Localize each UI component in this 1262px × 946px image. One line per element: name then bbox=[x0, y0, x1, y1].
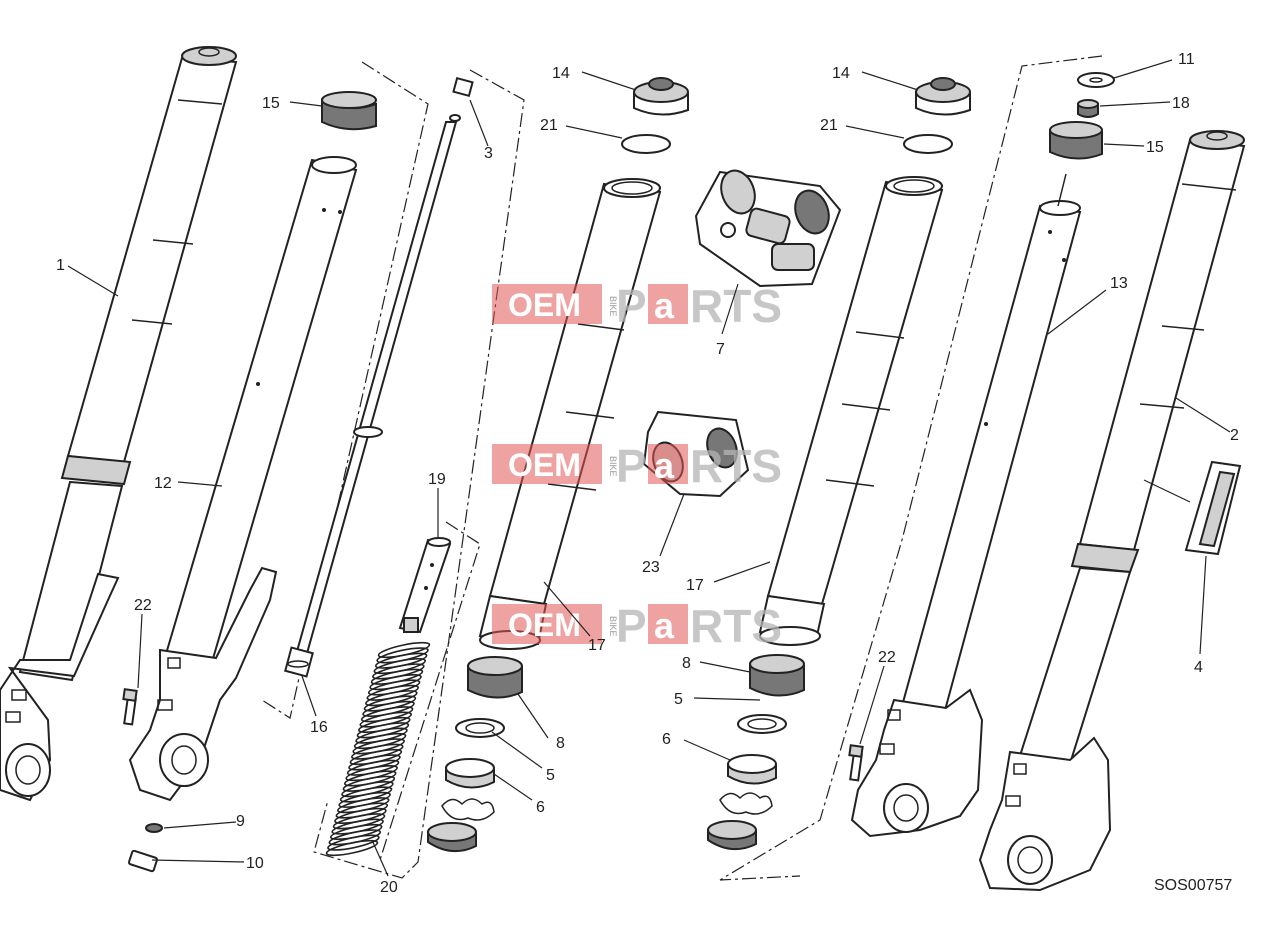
o-ring-21-left bbox=[621, 134, 671, 154]
spring-group bbox=[313, 69, 525, 879]
watermark-p: P bbox=[616, 280, 647, 332]
callout-13: 13 bbox=[1110, 275, 1128, 292]
watermark-brand-left: OEM bbox=[508, 447, 581, 483]
callout-2: 2 bbox=[1230, 427, 1239, 444]
leader-lines bbox=[67, 59, 1231, 877]
stack-left bbox=[427, 656, 523, 853]
watermark-1: OEM BIKE P a RTS bbox=[492, 280, 782, 332]
inner-tube-right bbox=[719, 55, 1103, 881]
callout-4: 4 bbox=[1194, 659, 1203, 676]
callout-15-right: 15 bbox=[1146, 139, 1164, 156]
watermark-a: a bbox=[654, 285, 675, 326]
callout-20: 20 bbox=[380, 879, 398, 896]
bolt-22-right bbox=[848, 744, 864, 782]
callout-14-left: 14 bbox=[552, 65, 570, 82]
inner-tube-left bbox=[128, 156, 358, 802]
fork-leg-left bbox=[0, 46, 238, 802]
callout-7: 7 bbox=[716, 341, 725, 358]
nut-18 bbox=[1077, 99, 1099, 118]
watermark-brand-small: BIKE bbox=[608, 296, 618, 317]
damper-cartridge-group bbox=[261, 61, 474, 719]
callout-11: 11 bbox=[1178, 51, 1195, 68]
watermark-a: a bbox=[654, 605, 675, 646]
stack-right bbox=[707, 654, 805, 851]
outer-tube-right bbox=[758, 176, 944, 646]
callout-23: 23 bbox=[642, 559, 660, 576]
washer-9 bbox=[145, 823, 163, 833]
watermark-brand-left: OEM bbox=[508, 287, 581, 323]
watermark-2: OEM BIKE P a RTS bbox=[492, 440, 782, 492]
cap-14-right bbox=[915, 77, 971, 116]
callout-12: 12 bbox=[154, 475, 172, 492]
callout-10: 10 bbox=[246, 855, 264, 872]
bushing-15-left bbox=[321, 91, 377, 131]
spring-coil bbox=[325, 839, 379, 857]
watermark-brand-left: OEM bbox=[508, 607, 581, 643]
outer-tube-middle bbox=[478, 178, 662, 650]
washer-11 bbox=[1077, 72, 1115, 88]
slider-guard-4 bbox=[1184, 460, 1242, 556]
callout-21-right: 21 bbox=[820, 117, 838, 134]
callout-21-left: 21 bbox=[540, 117, 558, 134]
watermark-p: P bbox=[616, 600, 647, 652]
callout-22-right: 22 bbox=[878, 649, 896, 666]
watermark-brand-small: BIKE bbox=[608, 456, 618, 477]
callout-8-left: 8 bbox=[556, 735, 565, 752]
watermark-brand-small: BIKE bbox=[608, 616, 618, 637]
callout-5-right: 5 bbox=[674, 691, 683, 708]
callout-9: 9 bbox=[236, 813, 245, 830]
callout-labels: 1 2 3 4 5 5 6 6 7 8 8 9 10 11 12 13 14 1… bbox=[56, 51, 1239, 896]
callout-17-left: 17 bbox=[588, 637, 606, 654]
callout-15-left: 15 bbox=[262, 95, 280, 112]
fork-spring bbox=[325, 641, 431, 857]
watermark-a: a bbox=[654, 445, 675, 486]
callout-8-right: 8 bbox=[682, 655, 691, 672]
fork-leg-right bbox=[978, 130, 1246, 892]
seal-kit-7 bbox=[694, 169, 842, 288]
callout-6-right: 6 bbox=[662, 731, 671, 748]
callout-17-right: 17 bbox=[686, 577, 704, 594]
watermark-3: OEM BIKE P a RTS bbox=[492, 600, 782, 652]
callout-14-right: 14 bbox=[832, 65, 850, 82]
callout-5-left: 5 bbox=[546, 767, 555, 784]
callout-22-left: 22 bbox=[134, 597, 152, 614]
bolt-10 bbox=[127, 849, 159, 873]
watermark-rts: RTS bbox=[690, 440, 782, 492]
o-ring-21-right bbox=[903, 134, 953, 154]
bushing-15-right bbox=[1049, 121, 1103, 160]
callout-18: 18 bbox=[1172, 95, 1190, 112]
callout-16: 16 bbox=[310, 719, 328, 736]
callout-19: 19 bbox=[428, 471, 446, 488]
callout-1: 1 bbox=[56, 257, 65, 274]
watermark-p: P bbox=[616, 440, 647, 492]
watermark-rts: RTS bbox=[690, 280, 782, 332]
callout-3: 3 bbox=[484, 145, 493, 162]
watermark-rts: RTS bbox=[690, 600, 782, 652]
cap-14-left bbox=[633, 77, 689, 116]
drawing-reference-code: SOS00757 bbox=[1154, 877, 1232, 894]
spring-coil bbox=[327, 834, 380, 851]
callout-6-left: 6 bbox=[536, 799, 545, 816]
bolt-22-left bbox=[122, 688, 138, 726]
